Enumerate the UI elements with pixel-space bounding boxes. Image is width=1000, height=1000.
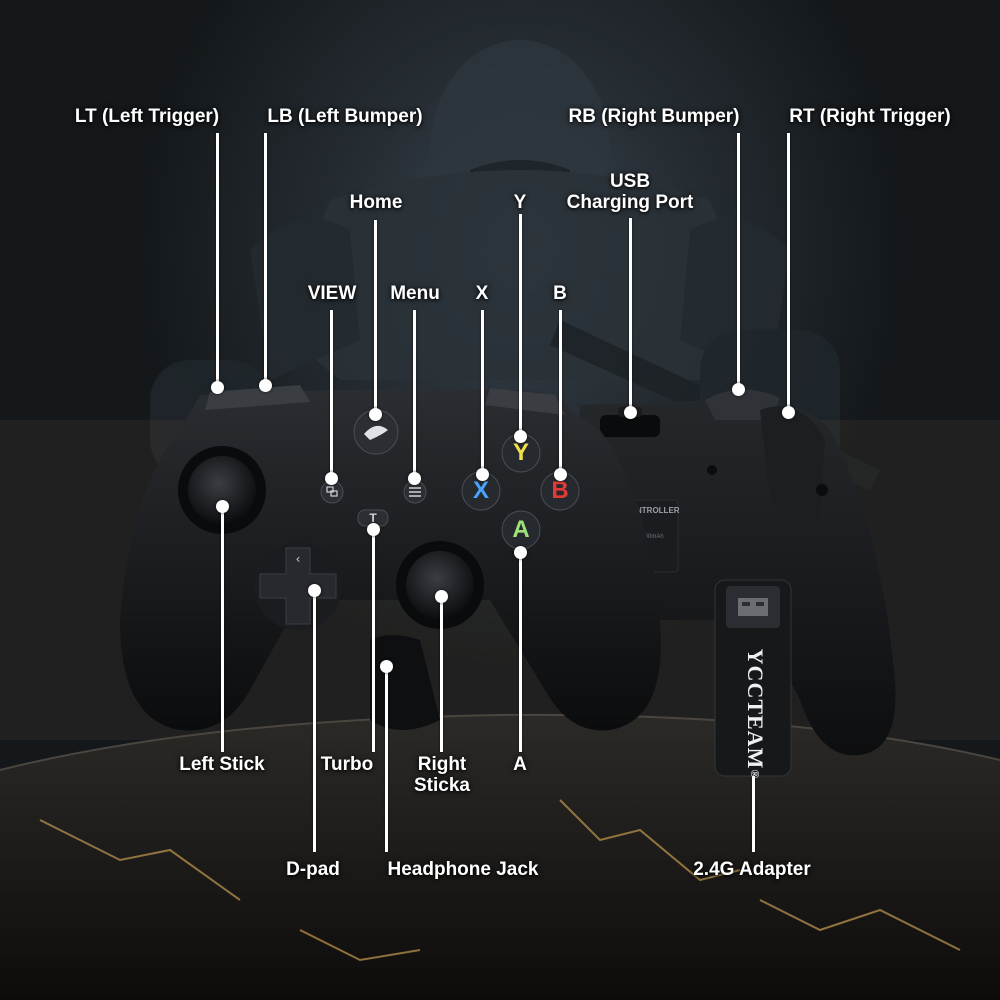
menu-callout-dot — [408, 472, 421, 485]
a-callout-line — [519, 552, 522, 752]
lt-callout-dot — [211, 381, 224, 394]
usb-callout-dot — [624, 406, 637, 419]
view-callout-dot — [325, 472, 338, 485]
label-right-stick-line1: Right — [417, 754, 467, 775]
label-y: Y — [513, 192, 527, 213]
label-view: VIEW — [307, 283, 357, 304]
registered-mark: ® — [748, 769, 762, 780]
label-menu: Menu — [390, 283, 440, 304]
label-dpad: D-pad — [286, 859, 340, 880]
rb-callout-line — [737, 133, 740, 389]
label-right-stick-line2: Sticka — [414, 775, 470, 796]
left-stick-callout-dot — [216, 500, 229, 513]
rt-callout-line — [787, 133, 790, 413]
rock-cracks — [39, 799, 961, 962]
label-rb: RB (Right Bumper) — [568, 106, 740, 127]
sticker-title: CONTROLLER — [624, 506, 680, 515]
b-callout-line — [559, 310, 562, 475]
label-lb: LB (Left Bumper) — [267, 106, 423, 127]
label-home: Home — [349, 192, 403, 213]
dpad-callout-dot — [308, 584, 321, 597]
adapter-callout-line — [752, 776, 755, 852]
rt-callout-dot — [782, 406, 795, 419]
lb-callout-line — [264, 133, 267, 385]
button-x-glyph: X — [472, 477, 489, 504]
adapter-brand-text: YCCTEAM — [743, 648, 768, 770]
y-callout-dot — [514, 430, 527, 443]
headphone-callout-line — [385, 666, 388, 852]
headphone-callout-dot — [380, 660, 393, 673]
b-callout-dot — [554, 468, 567, 481]
x-callout-dot — [476, 468, 489, 481]
label-usb-line1: USB — [609, 171, 651, 192]
label-b: B — [553, 283, 567, 304]
rb-callout-dot — [732, 383, 745, 396]
menu-callout-line — [413, 310, 416, 478]
right-stick-callout-dot — [435, 590, 448, 603]
turbo-callout-dot — [367, 523, 380, 536]
lb-callout-dot — [259, 379, 272, 392]
label-left-stick: Left Stick — [179, 754, 265, 775]
a-callout-dot — [514, 546, 527, 559]
label-adapter: 2.4G Adapter — [693, 859, 811, 880]
label-headphone-jack: Headphone Jack — [387, 859, 539, 880]
svg-text:‹: ‹ — [296, 552, 301, 566]
left-stick-callout-line — [221, 506, 224, 752]
y-callout-line — [519, 214, 522, 436]
home-callout-line — [374, 220, 377, 414]
dpad-callout-line — [313, 590, 316, 852]
adapter-brand: YCCTEAM® — [741, 639, 769, 789]
label-rt: RT (Right Trigger) — [789, 106, 951, 127]
button-turbo-glyph: T — [369, 511, 377, 525]
label-lt: LT (Left Trigger) — [74, 106, 220, 127]
home-callout-dot — [369, 408, 382, 421]
label-usb-line2: Charging Port — [566, 192, 694, 213]
label-x: X — [475, 283, 489, 304]
turbo-callout-line — [372, 528, 375, 752]
view-callout-line — [330, 310, 333, 478]
button-a-glyph: A — [512, 516, 530, 543]
lt-callout-line — [216, 133, 219, 388]
usb-callout-line — [629, 218, 632, 412]
controller-front-view: ‹ — [120, 385, 661, 731]
usb-adapter — [714, 579, 792, 777]
right-stick-callout-line — [440, 596, 443, 752]
controller-rear-view: CONTROLLER 3.7V 1000mAh — [565, 389, 896, 756]
x-callout-line — [481, 310, 484, 475]
label-turbo: Turbo — [320, 754, 374, 775]
button-y-glyph: Y — [512, 439, 529, 466]
button-b-glyph: B — [551, 477, 569, 504]
label-a: A — [513, 754, 527, 775]
rock-platform — [0, 714, 1000, 1000]
